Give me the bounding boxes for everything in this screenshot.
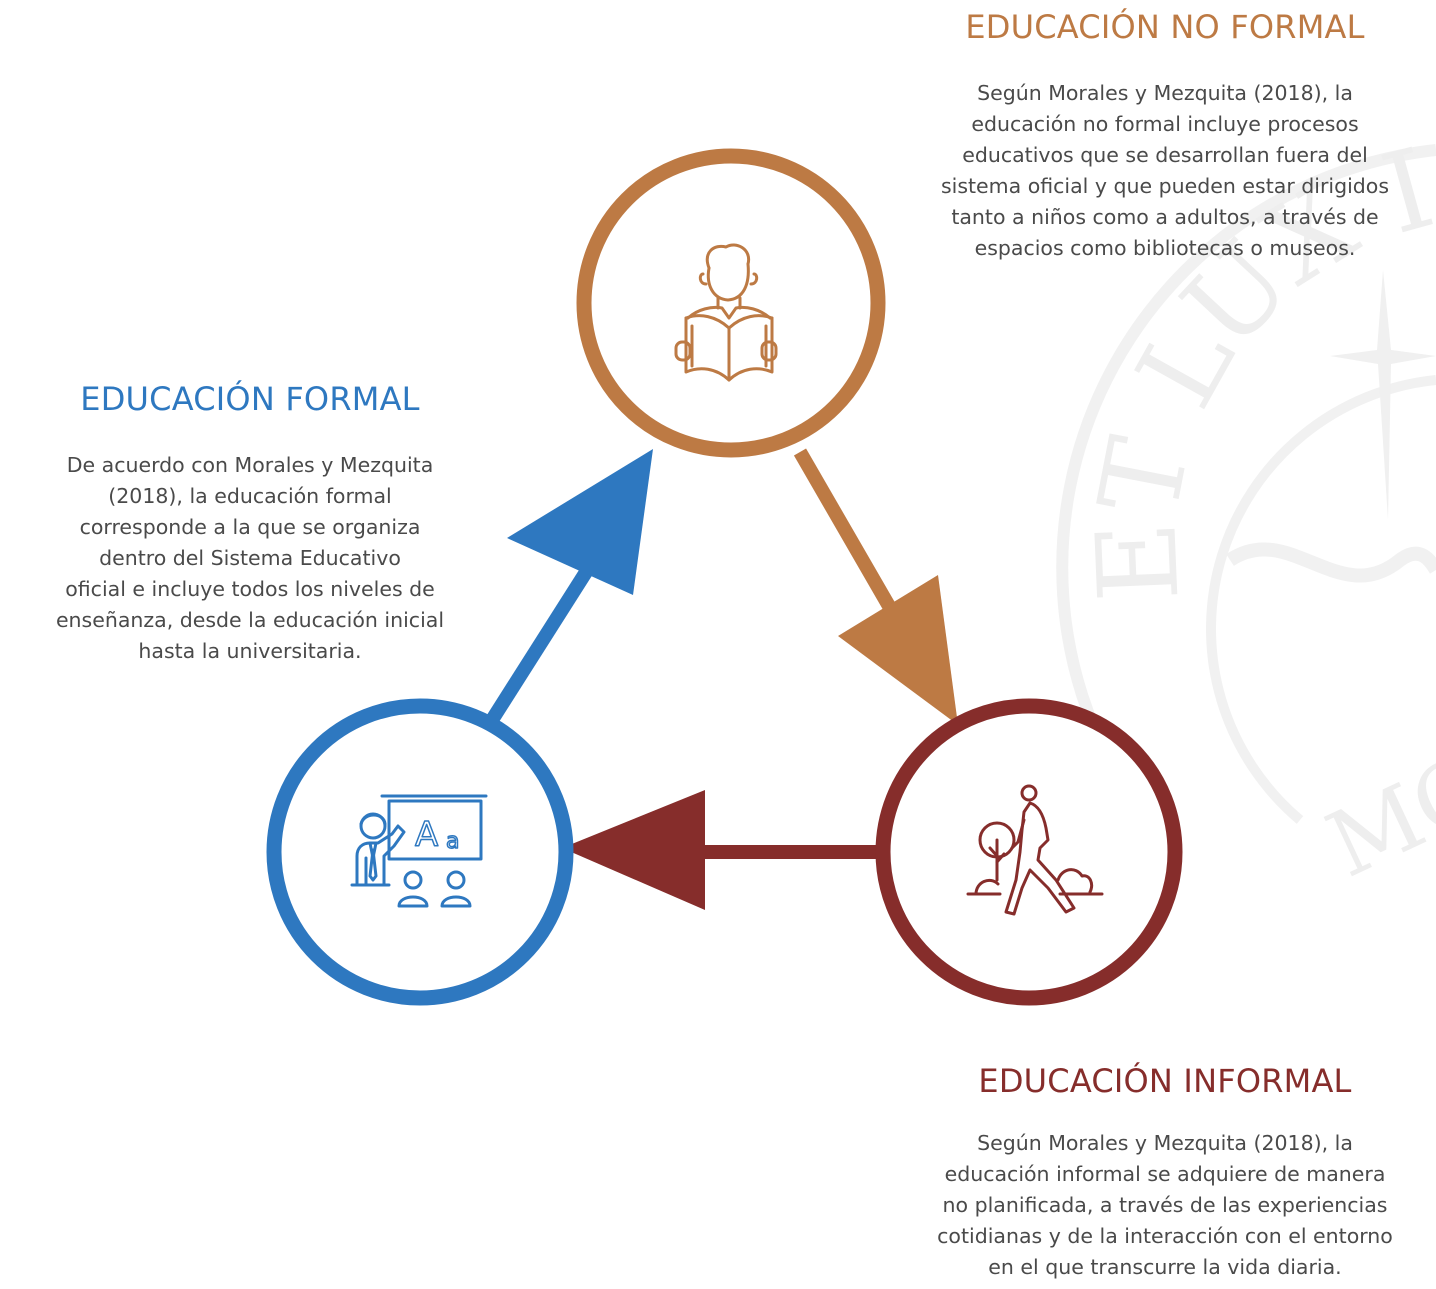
description-line: enseñanza, desde la educación inicial <box>55 608 445 632</box>
circle-informal <box>875 698 1183 1006</box>
circle-no-formal <box>576 148 886 458</box>
description-line: educativos que se desarrollan fuera del <box>962 143 1368 167</box>
description-line: Según Morales y Mezquita (2018), la <box>977 1131 1353 1155</box>
walking-person-icon <box>966 784 1104 916</box>
teacher-classroom-icon: A a <box>350 794 488 908</box>
description-line: educación no formal incluye procesos <box>971 112 1359 136</box>
description-line: corresponde a la que se organiza <box>79 515 421 539</box>
description-line: espacios como bibliotecas o museos. <box>974 236 1356 260</box>
arrow-informal-to-formal <box>562 790 885 910</box>
watermark-star-icon <box>1330 270 1436 520</box>
arrow-no-formal-to-informal <box>793 448 958 725</box>
description-informal: Según Morales y Mezquita (2018), la educ… <box>880 1128 1436 1283</box>
description-line: sistema oficial y que pueden estar dirig… <box>940 174 1390 198</box>
description-line: cotidianas y de la interacción con el en… <box>937 1224 1393 1248</box>
description-line: tanto a niños como a adultos, a través d… <box>951 205 1379 229</box>
circle-formal <box>266 698 574 1006</box>
reading-person-icon <box>674 243 778 382</box>
title-formal: EDUCACIÓN FORMAL <box>80 380 420 418</box>
description-line: (2018), la educación formal <box>108 484 392 508</box>
description-line: hasta la universitaria. <box>138 639 362 663</box>
svg-text:A: A <box>415 815 438 855</box>
description-no-formal: Según Morales y Mezquita (2018), la educ… <box>880 78 1436 264</box>
svg-text:a: a <box>446 829 459 854</box>
description-line: Según Morales y Mezquita (2018), la <box>977 81 1353 105</box>
description-line: oficial e incluye todos los niveles de <box>65 577 435 601</box>
title-no-formal: EDUCACIÓN NO FORMAL <box>965 8 1365 46</box>
title-informal: EDUCACIÓN INFORMAL <box>978 1062 1352 1100</box>
arrow-formal-to-no-formal <box>486 449 653 724</box>
description-line: De acuerdo con Morales y Mezquita <box>66 453 434 477</box>
description-formal: De acuerdo con Morales y Mezquita (2018)… <box>0 450 500 667</box>
description-line: educación informal se adquiere de manera <box>944 1162 1386 1186</box>
description-line: en el que transcurre la vida diaria. <box>988 1255 1342 1279</box>
description-line: dentro del Sistema Educativo <box>99 546 401 570</box>
description-line: no planificada, a través de las experien… <box>942 1193 1388 1217</box>
